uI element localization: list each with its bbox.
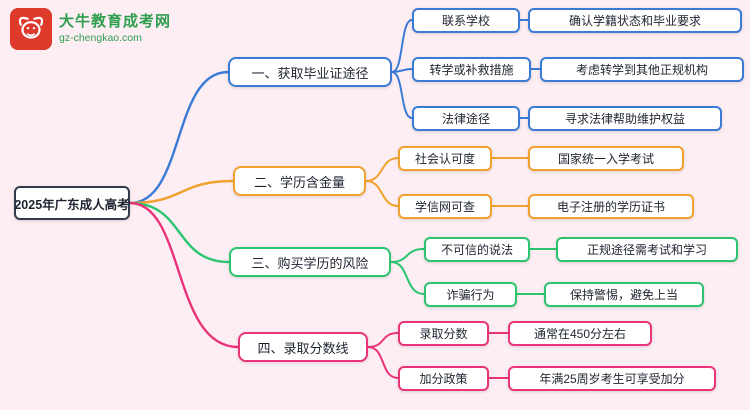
brand-domain: gz-chengkao.com — [59, 31, 142, 44]
connector-branch1-child1 — [391, 19, 413, 73]
child-label: 学信网可查 — [398, 194, 492, 219]
child-detail: 通常在450分左右 — [508, 321, 652, 346]
connector-branch1-child3 — [391, 71, 413, 119]
connector-branch2-child1 — [365, 157, 399, 182]
child-label: 不可信的说法 — [424, 237, 530, 262]
root-node: 2025年广东成人高考 — [14, 186, 130, 220]
connector-root-branch4 — [128, 201, 240, 349]
branch-node-2: 二、学历含金量 — [233, 166, 366, 196]
child-detail: 寻求法律帮助维护权益 — [528, 106, 722, 131]
bull-logo-icon — [10, 8, 52, 50]
connector-branch1-child2 — [391, 68, 413, 73]
connector-branch3-child2 — [390, 261, 425, 295]
child-label: 录取分数 — [398, 321, 489, 346]
connector-branch4-child1 — [367, 332, 399, 348]
child-label: 法律途径 — [412, 106, 520, 131]
connector-branch3-child1 — [390, 248, 425, 263]
child-label: 转学或补救措施 — [412, 57, 531, 82]
branch-node-1: 一、获取毕业证途径 — [228, 57, 392, 87]
child-detail: 国家统一入学考试 — [528, 146, 684, 171]
child-detail: 电子注册的学历证书 — [528, 194, 694, 219]
child-detail: 年满25周岁考生可享受加分 — [508, 366, 716, 391]
child-label: 社会认可度 — [398, 146, 492, 171]
connector-root-branch3 — [128, 201, 231, 264]
connector-branch2-child2 — [365, 180, 399, 207]
logo-text: 大牛教育成考网 gz-chengkao.com — [59, 13, 171, 45]
child-label: 加分政策 — [398, 366, 489, 391]
brand-name: 大牛教育成考网 — [59, 13, 172, 31]
child-detail: 考虑转学到其他正规机构 — [540, 57, 744, 82]
branch-node-3: 三、购买学历的风险 — [229, 247, 391, 277]
child-detail: 正规途径需考试和学习 — [556, 237, 738, 262]
child-detail: 确认学籍状态和毕业要求 — [528, 8, 742, 33]
child-detail: 保持警惕，避免上当 — [544, 282, 704, 307]
child-label: 联系学校 — [412, 8, 520, 33]
site-logo: 大牛教育成考网 gz-chengkao.com — [10, 8, 171, 50]
child-label: 诈骗行为 — [424, 282, 517, 307]
connector-root-branch2 — [128, 179, 235, 205]
branch-node-4: 四、录取分数线 — [238, 332, 368, 362]
connector-branch4-child2 — [367, 346, 399, 379]
connector-root-branch1 — [128, 70, 230, 205]
